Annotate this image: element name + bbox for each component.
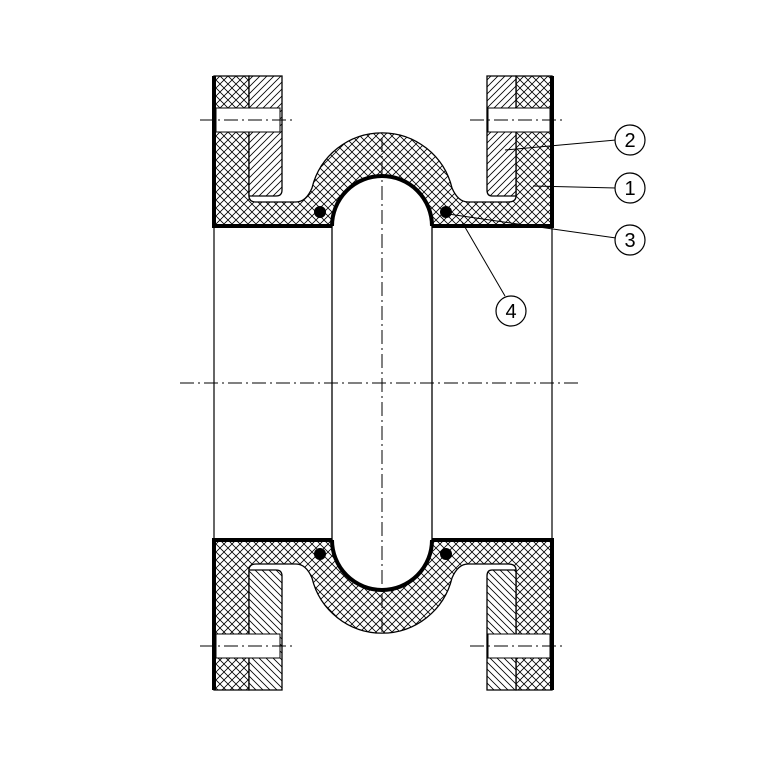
svg-text:2: 2 — [624, 130, 635, 152]
seal-edges-top — [212, 76, 554, 228]
steel-ring-right-bottom — [440, 548, 452, 560]
callout-1: 1 — [614, 172, 646, 204]
flange-left-top — [248, 75, 283, 197]
callout-4: 4 — [495, 295, 527, 327]
steel-ring-left-bottom — [314, 548, 326, 560]
steel-ring-left-top — [314, 206, 326, 218]
svg-text:4: 4 — [505, 301, 516, 323]
svg-text:3: 3 — [624, 230, 635, 252]
callout-2: 2 — [614, 124, 646, 156]
flange-left-bottom — [248, 569, 283, 691]
svg-text:1: 1 — [624, 178, 635, 200]
callout-3: 3 — [614, 224, 646, 256]
steel-ring-right-top — [440, 206, 452, 218]
flange-right-top — [486, 75, 517, 197]
leader-lines — [447, 139, 617, 297]
flange-right-bottom — [486, 569, 517, 691]
center-lines — [180, 119, 582, 647]
